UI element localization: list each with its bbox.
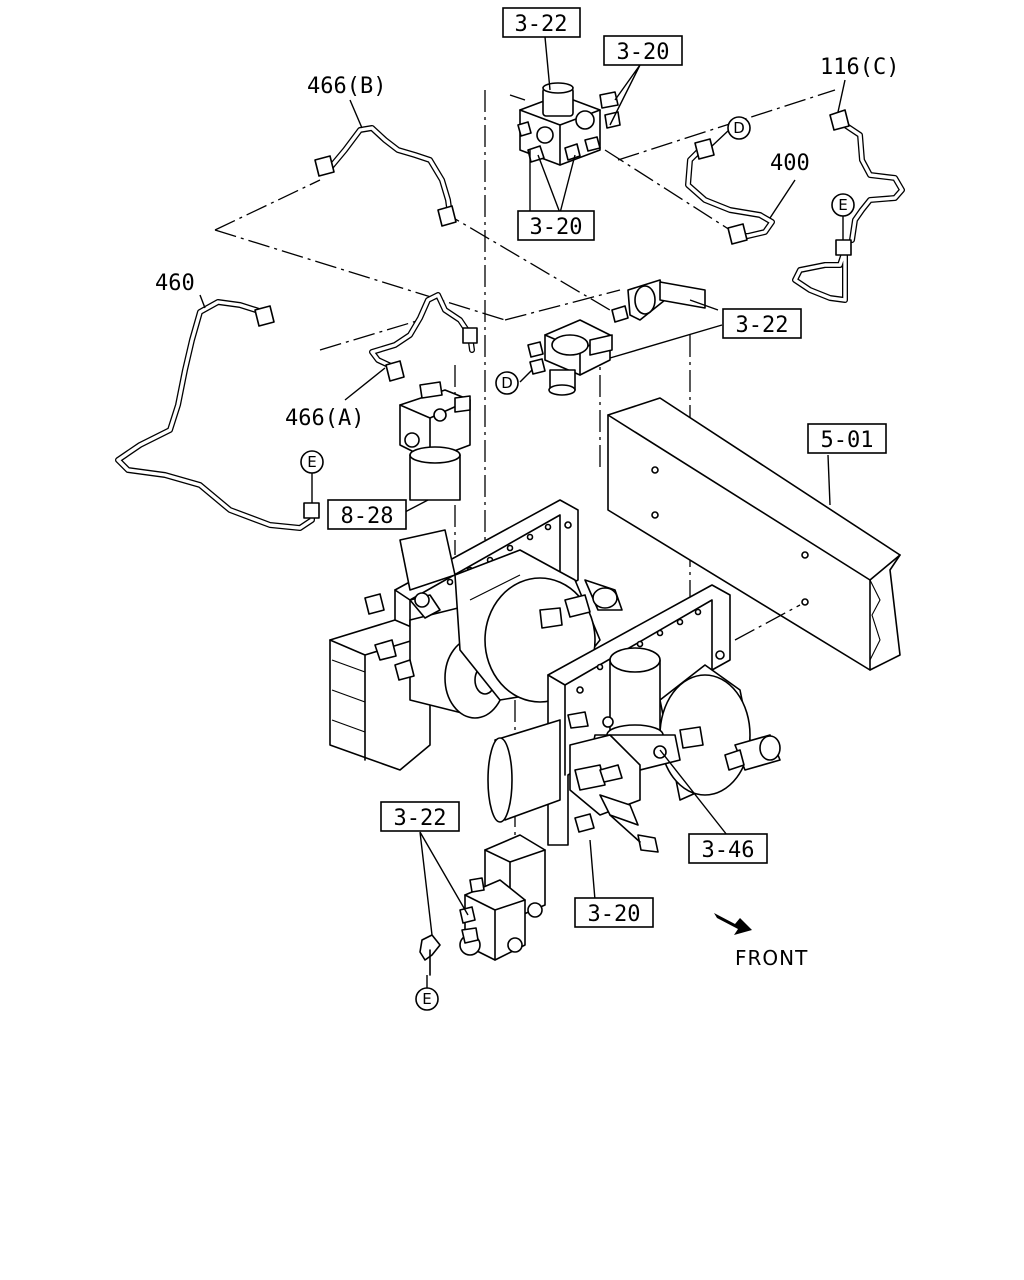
label-top-320-below: 3-20 xyxy=(530,215,583,240)
label-box-mid-322: 3-22 xyxy=(722,308,802,339)
pipe-116c xyxy=(829,109,905,243)
main-bracket-assembly xyxy=(329,499,781,853)
label-box-bottom-322: 3-22 xyxy=(380,801,460,832)
ref-circle-e-bottom: E xyxy=(415,987,439,1011)
pipe-e-right xyxy=(792,239,852,303)
label-box-top-320-right: 3-20 xyxy=(603,35,683,66)
frame-rail xyxy=(607,397,901,671)
front-label: FRONT xyxy=(735,946,808,970)
ref-d-top: D xyxy=(733,119,745,137)
pipe-460 xyxy=(115,299,320,531)
label-501: 5-01 xyxy=(821,428,874,453)
ref-e-right: E xyxy=(838,196,847,214)
label-box-top-322: 3-22 xyxy=(502,7,581,38)
label-828: 8-28 xyxy=(341,504,394,529)
label-400: 400 xyxy=(770,151,810,176)
label-346: 3-46 xyxy=(702,838,755,863)
label-116c: 116(C) xyxy=(820,55,899,80)
mid-valve-assembly xyxy=(527,279,706,396)
label-box-828: 8-28 xyxy=(327,499,407,530)
label-top-320-right: 3-20 xyxy=(617,40,670,65)
pipe-466b xyxy=(314,125,457,227)
label-box-346: 3-46 xyxy=(688,833,768,864)
ref-circle-e-right: E xyxy=(831,193,855,217)
ref-circle-d-top: D xyxy=(727,116,751,140)
label-top-322: 3-22 xyxy=(515,12,568,37)
top-valve-assembly xyxy=(517,82,621,166)
ref-circle-e-left: E xyxy=(300,450,324,474)
bottom-valve-assembly xyxy=(419,834,546,976)
ref-d-mid: D xyxy=(501,374,513,392)
label-466a: 466(A) xyxy=(285,406,364,431)
label-mid-322: 3-22 xyxy=(736,313,789,338)
component-8-28 xyxy=(399,381,471,501)
pipe-466a xyxy=(369,292,478,382)
ref-circle-d-mid: D xyxy=(495,371,519,395)
label-box-top-320-below: 3-20 xyxy=(517,210,595,241)
leader-lines xyxy=(199,36,846,988)
front-direction-arrow-icon xyxy=(714,913,752,935)
label-box-bottom-320: 3-20 xyxy=(574,897,654,928)
label-460: 460 xyxy=(155,271,195,296)
label-bottom-322: 3-22 xyxy=(394,806,447,831)
pipe-400 xyxy=(685,138,775,245)
ref-e-bottom: E xyxy=(422,990,431,1008)
label-box-501: 5-01 xyxy=(807,423,887,454)
front-indicator: FRONT xyxy=(714,913,808,970)
label-466b: 466(B) xyxy=(307,74,386,99)
ref-e-left: E xyxy=(307,453,316,471)
label-bottom-320: 3-20 xyxy=(588,902,641,927)
